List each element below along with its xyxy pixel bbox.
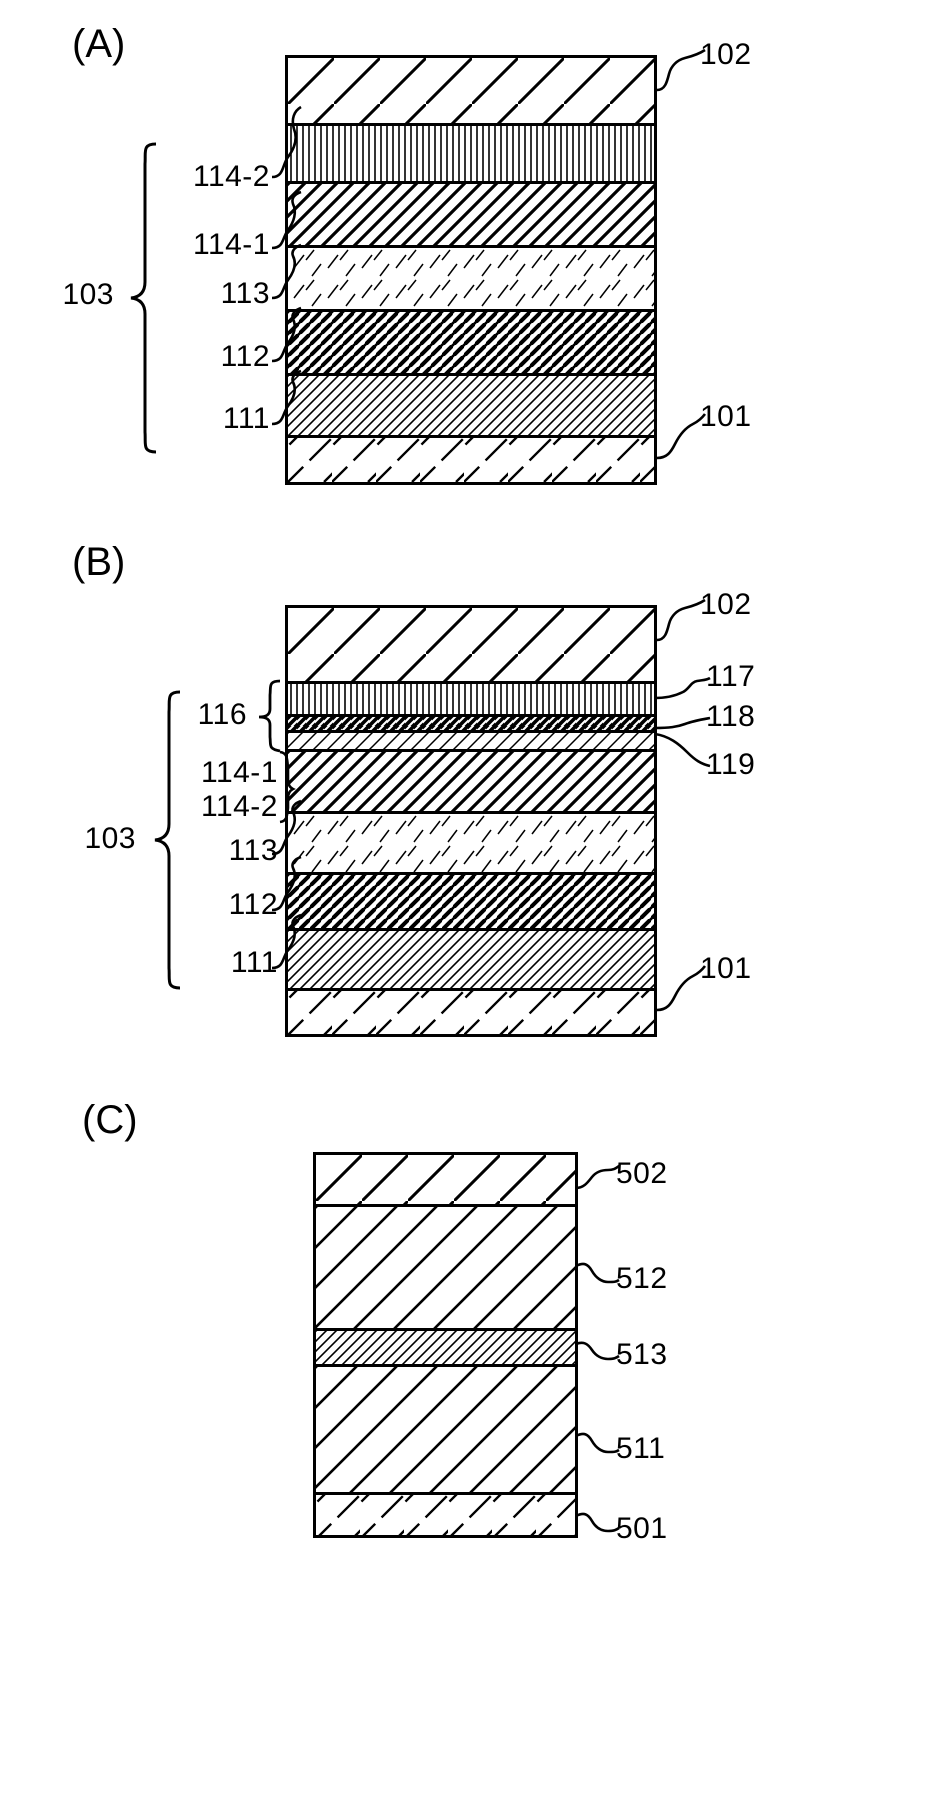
layer-511-c bbox=[316, 1367, 575, 1495]
layer-117-b bbox=[288, 684, 654, 717]
layer-101-a bbox=[288, 438, 654, 482]
ref-label-112-a: 112 bbox=[220, 340, 270, 373]
group-brace-116-b bbox=[256, 679, 282, 753]
layer-102-b bbox=[288, 608, 654, 684]
group-brace-103-b bbox=[150, 690, 186, 990]
panel-c-title: (C) bbox=[82, 1098, 138, 1142]
leader-511-c bbox=[575, 1428, 620, 1464]
panel-b-title: (B) bbox=[72, 540, 126, 584]
ref-label-114-2-b: 114-2 bbox=[200, 790, 278, 823]
layer-119-b bbox=[288, 733, 654, 752]
panel-b-layer-stack bbox=[285, 605, 657, 1037]
layer-111-b bbox=[288, 931, 654, 991]
group-brace-103-a bbox=[126, 142, 162, 454]
ref-label-117-b: 117 bbox=[706, 660, 756, 693]
ref-label-103-a: 103 bbox=[62, 278, 114, 311]
layer-102-a bbox=[288, 58, 654, 126]
layer-114-1-a bbox=[288, 184, 654, 248]
layer-112-a bbox=[288, 312, 654, 376]
leader-502-c bbox=[575, 1164, 620, 1192]
layer-501-c bbox=[316, 1495, 575, 1535]
layer-113-b bbox=[288, 814, 654, 875]
ref-label-102-a: 102 bbox=[700, 38, 752, 71]
leader-513-c bbox=[575, 1336, 620, 1368]
ref-label-111-b: 111 bbox=[230, 946, 278, 979]
layer-502-c bbox=[316, 1155, 575, 1207]
leader-501-c bbox=[575, 1508, 620, 1542]
ref-label-119-b: 119 bbox=[706, 748, 756, 781]
layer-112-b bbox=[288, 875, 654, 931]
layer-111-a bbox=[288, 376, 654, 438]
layer-114-b bbox=[288, 752, 654, 814]
leader-119-b bbox=[654, 730, 711, 774]
ref-label-513-c: 513 bbox=[616, 1338, 668, 1371]
ref-label-512-c: 512 bbox=[616, 1262, 668, 1295]
leader-117-b bbox=[654, 676, 711, 702]
leader-118-b bbox=[654, 712, 711, 732]
ref-label-114-2-a: 114-2 bbox=[192, 160, 270, 193]
leader-512-c bbox=[575, 1258, 620, 1294]
ref-label-113-b: 113 bbox=[228, 834, 278, 867]
ref-label-101-b: 101 bbox=[700, 952, 752, 985]
ref-label-501-c: 501 bbox=[616, 1512, 668, 1545]
layer-114-2-a bbox=[288, 126, 654, 184]
ref-label-113-a: 113 bbox=[220, 277, 270, 310]
ref-label-111-a: 111 bbox=[222, 402, 270, 435]
layer-512-c bbox=[316, 1207, 575, 1331]
layer-101-b bbox=[288, 991, 654, 1034]
ref-label-502-c: 502 bbox=[616, 1157, 668, 1190]
panel-a-title: (A) bbox=[72, 22, 126, 66]
ref-label-103-b: 103 bbox=[84, 822, 136, 855]
ref-label-118-b: 118 bbox=[706, 700, 756, 733]
ref-label-114-1-a: 114-1 bbox=[192, 228, 270, 261]
ref-label-102-b: 102 bbox=[700, 588, 752, 621]
panel-a-layer-stack bbox=[285, 55, 657, 485]
panel-c-layer-stack bbox=[313, 1152, 578, 1538]
layer-113-a bbox=[288, 248, 654, 312]
ref-label-101-a: 101 bbox=[700, 400, 752, 433]
ref-label-511-c: 511 bbox=[616, 1432, 666, 1465]
layer-118-b bbox=[288, 717, 654, 733]
ref-label-114-1-b: 114-1 bbox=[200, 756, 278, 789]
ref-label-116-b: 116 bbox=[197, 698, 247, 731]
ref-label-112-b: 112 bbox=[228, 888, 278, 921]
layer-513-c bbox=[316, 1331, 575, 1367]
